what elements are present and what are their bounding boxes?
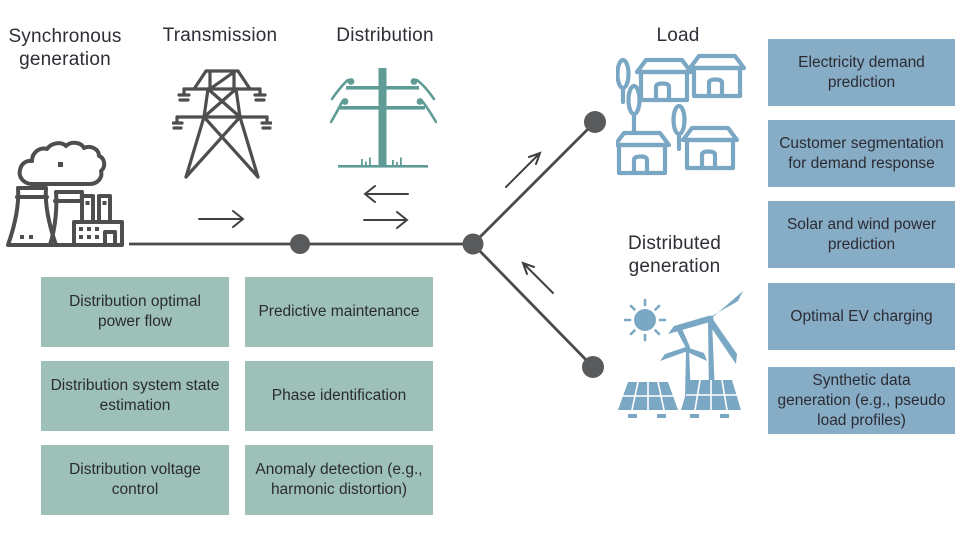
app-box-predictive-maintenance: Predictive maintenance: [245, 277, 433, 347]
distribution-pole-icon: [330, 68, 437, 168]
grid-applications-group: Distribution optimal power flow Predicti…: [41, 277, 433, 515]
app-box-solar-wind-power-prediction: Solar and wind power prediction: [768, 201, 955, 268]
app-box-electricity-demand-prediction: Electricity demand prediction: [768, 39, 955, 106]
stage-label-load: Load: [656, 25, 700, 46]
transmission-tower-icon: [172, 69, 272, 179]
stage-label-transmission: Transmission: [162, 25, 278, 46]
app-box-customer-segmentation: Customer segmentation for demand respons…: [768, 120, 955, 187]
stage-label-synchronous-generation: Synchronous generation: [8, 26, 122, 70]
app-box-distribution-voltage-control: Distribution voltage control: [41, 445, 229, 515]
app-box-phase-identification: Phase identification: [245, 361, 433, 431]
app-box-anomaly-detection: Anomaly detection (e.g., harmonic distor…: [245, 445, 433, 515]
power-plant-icon: [6, 140, 124, 247]
flow-arrow-icon: [198, 151, 554, 294]
stage-label-distributed-generation: Distributed generation: [627, 233, 722, 277]
app-box-synthetic-data-generation: Synthetic data generation (e.g., pseudo …: [768, 367, 955, 434]
app-box-distribution-optimal-power-flow: Distribution optimal power flow: [41, 277, 229, 347]
demand-applications-group: Electricity demand prediction Customer s…: [768, 39, 955, 434]
bus-node: [290, 111, 606, 378]
app-box-distribution-system-state-estimation: Distribution system state estimation: [41, 361, 229, 431]
houses-trees-icon: [616, 53, 747, 176]
app-box-optimal-ev-charging: Optimal EV charging: [768, 283, 955, 350]
stage-label-distribution: Distribution: [336, 25, 434, 46]
solar-wind-icon: [618, 291, 743, 418]
